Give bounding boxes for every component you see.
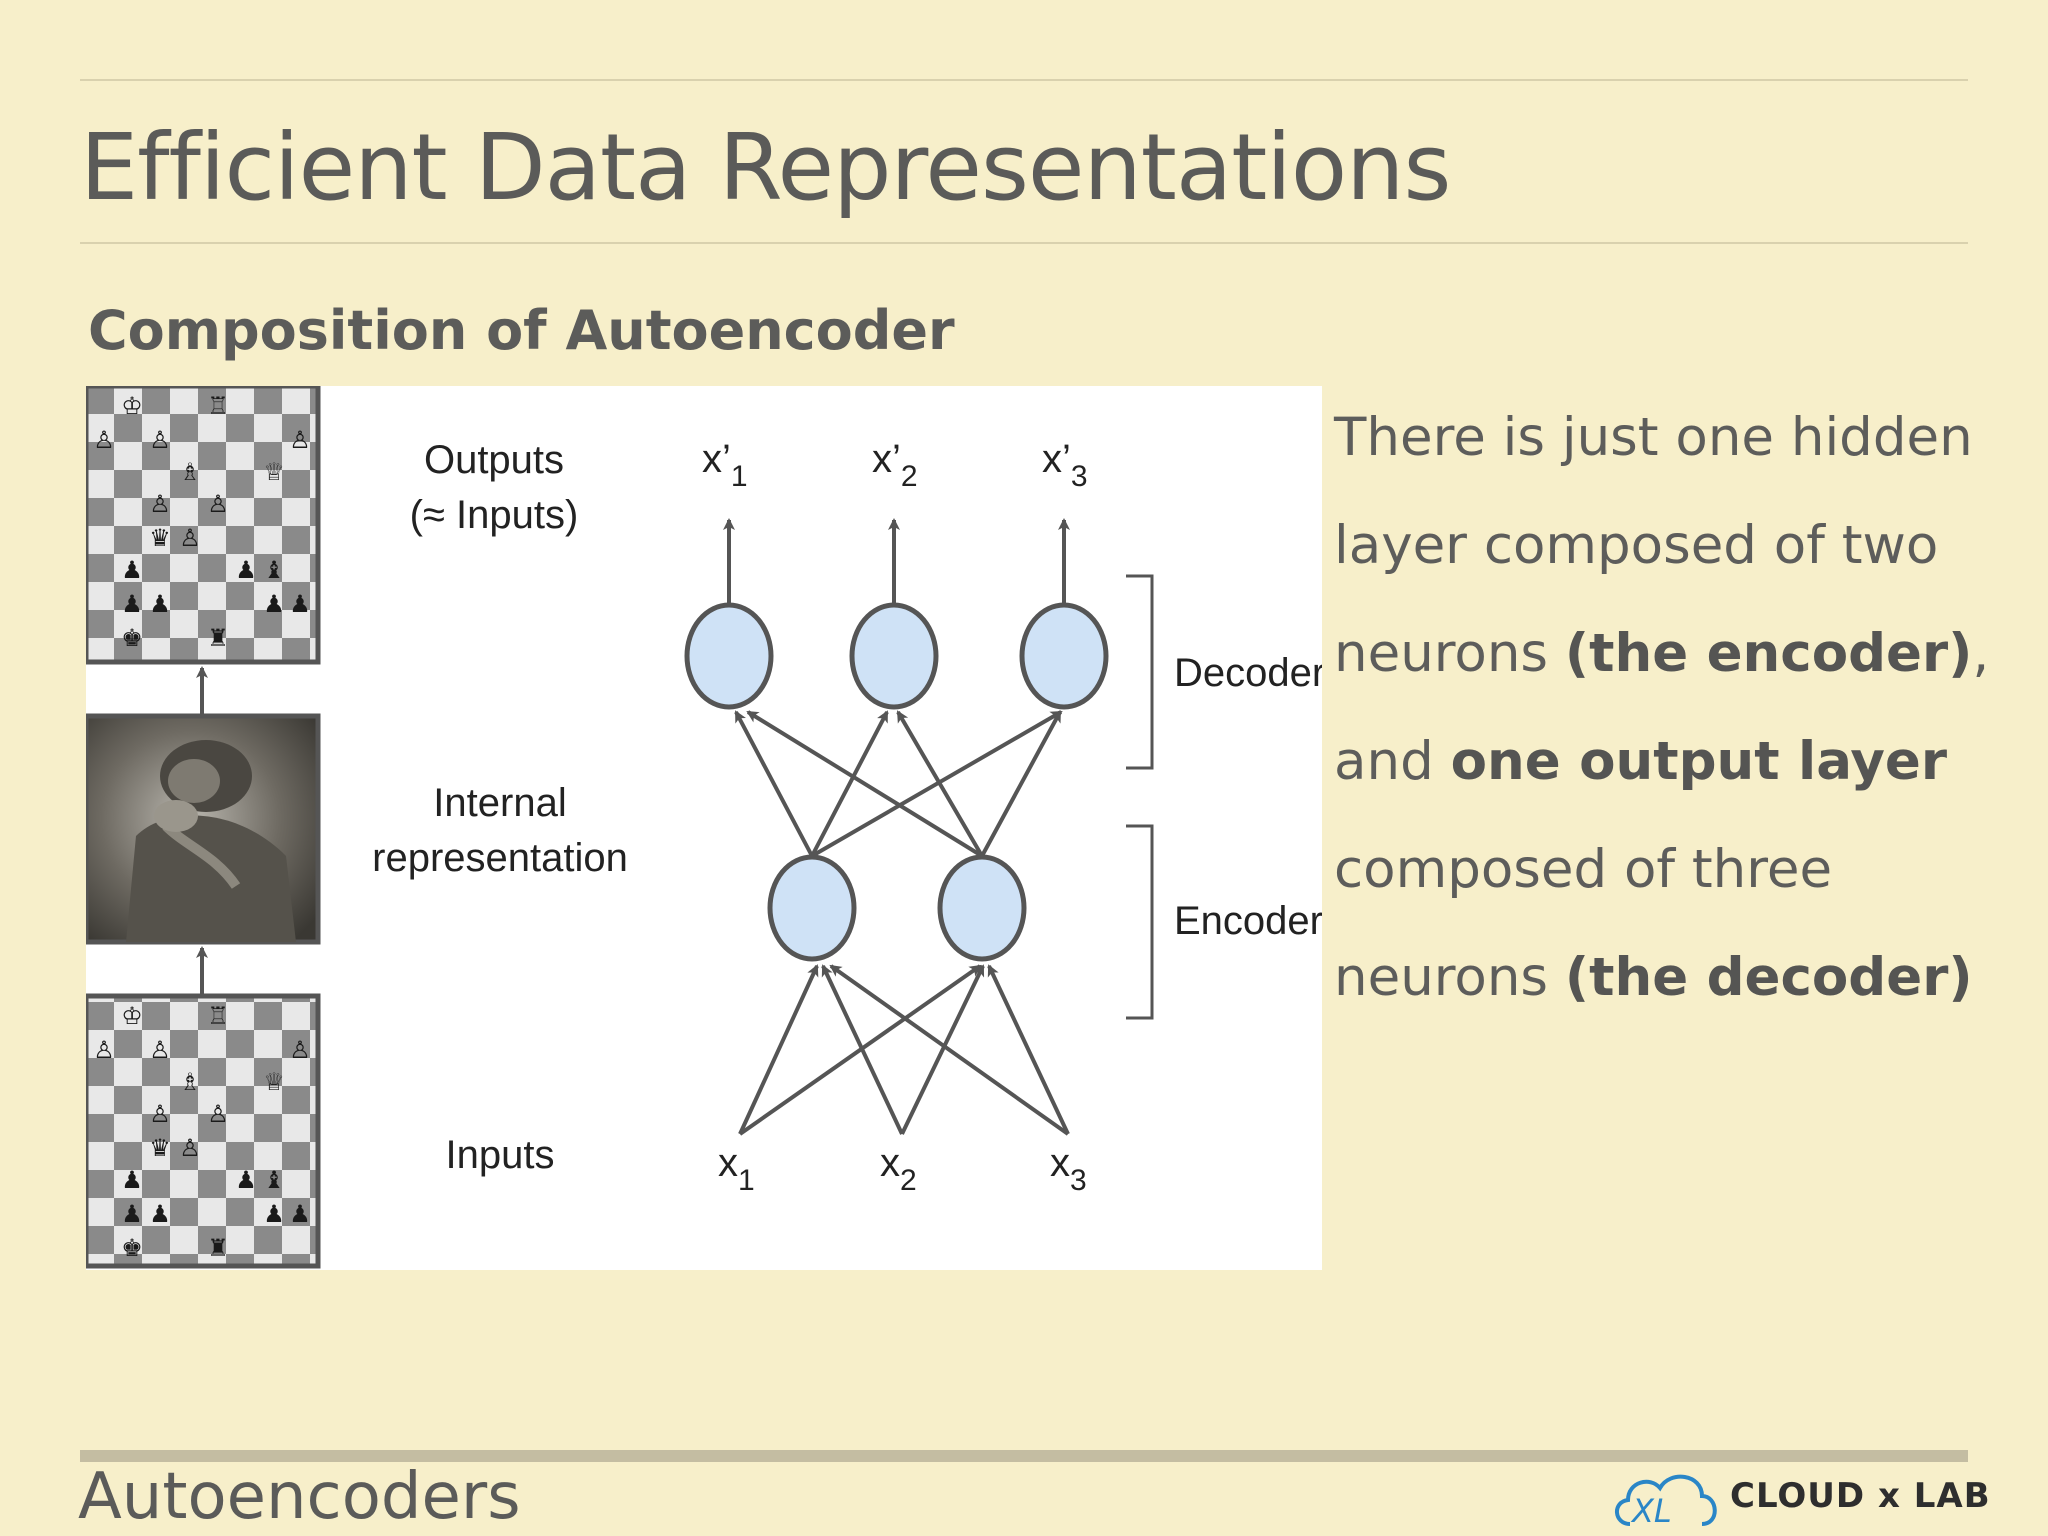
white-queen-icon: ♕ <box>263 458 285 486</box>
encoder-neuron <box>767 854 857 962</box>
autoencoder-figure: ♔ ♖ ♙ ♙ ♙ ♗ ♕ ♙ ♙ ♛ ♙ ♟ ♟ ♝ ♟ ♟ ♟ ♟ ♚ ♜ <box>86 386 1322 1270</box>
edge <box>746 710 984 858</box>
cloudxlab-logo: XL CLOUD x LAB <box>1610 1466 1990 1532</box>
output-node-label: x’3 <box>1042 437 1088 493</box>
edge <box>810 710 889 857</box>
white-queen-icon: ♕ <box>263 1068 285 1096</box>
body-emphasis: (the encoder) <box>1564 623 1973 684</box>
black-queen-icon: ♛ <box>149 1134 171 1162</box>
black-pawn-icon: ♟ <box>121 590 143 618</box>
title-rule <box>80 242 1968 244</box>
encoder-label: Encoder <box>1174 899 1322 943</box>
body-text-segment: There is just one hidden layer composed … <box>1334 407 1973 684</box>
white-pawn-icon: ♙ <box>149 1036 171 1064</box>
body-text-segment: , and <box>1334 623 1990 792</box>
decoder-neuron <box>849 602 939 710</box>
output-node-label: x’2 <box>872 437 918 493</box>
white-rook-icon: ♖ <box>207 1002 229 1030</box>
decoder-neuron <box>684 602 774 710</box>
black-bishop-icon: ♝ <box>263 556 285 584</box>
decoder-label: Decoder <box>1174 651 1322 695</box>
black-rook-icon: ♜ <box>207 1234 229 1262</box>
cloud-logo-icon: XL <box>1615 1474 1717 1530</box>
input-node-label: x2 <box>880 1141 917 1197</box>
white-pawn-icon: ♙ <box>207 1100 229 1128</box>
encoder-bracket <box>1126 824 1154 1020</box>
black-pawn-icon: ♟ <box>263 1200 285 1228</box>
white-pawn-icon: ♙ <box>93 426 115 454</box>
input-node-label: x1 <box>718 1141 755 1197</box>
slide-subtitle: Composition of Autoencoder <box>88 299 955 362</box>
black-king-icon: ♚ <box>121 1234 143 1262</box>
white-pawn-icon: ♙ <box>179 524 201 552</box>
edge <box>980 710 1062 857</box>
edge <box>821 964 904 1135</box>
white-king-icon: ♔ <box>121 1002 143 1030</box>
black-pawn-icon: ♟ <box>235 1166 257 1194</box>
body-paragraph: There is just one hidden layer composed … <box>1334 384 2034 1032</box>
logo-text: CLOUD x LAB <box>1730 1476 1991 1516</box>
network-edges <box>723 518 1070 1136</box>
black-rook-icon: ♜ <box>207 624 229 652</box>
encoder-neuron <box>937 854 1027 962</box>
chessboard-input: ♔ ♖ ♙ ♙ ♙ ♗ ♕ ♙ ♙ ♛ ♙ ♟ ♟ ♝ ♟ ♟ ♟ ♟ ♚ ♜ <box>86 993 321 1269</box>
autoencoder-diagram: ♔ ♖ ♙ ♙ ♙ ♗ ♕ ♙ ♙ ♛ ♙ ♟ ♟ ♝ ♟ ♟ ♟ ♟ ♚ ♜ <box>86 386 1322 1269</box>
white-pawn-icon: ♙ <box>207 490 229 518</box>
white-pawn-icon: ♙ <box>149 426 171 454</box>
body-emphasis: one output layer <box>1450 731 1947 792</box>
footer-title: Autoencoders <box>78 1460 521 1534</box>
black-pawn-icon: ♟ <box>289 590 311 618</box>
edge <box>738 964 982 1136</box>
edge <box>829 964 1070 1136</box>
black-pawn-icon: ♟ <box>121 1166 143 1194</box>
white-pawn-icon: ♙ <box>289 1036 311 1064</box>
black-pawn-icon: ♟ <box>235 556 257 584</box>
white-pawn-icon: ♙ <box>93 1036 115 1064</box>
thinker-statue-image <box>86 713 321 945</box>
slide-title: Efficient Data Representations <box>80 114 1451 221</box>
body-text-segment: composed of three neurons <box>1334 839 1833 1008</box>
white-pawn-icon: ♙ <box>289 426 311 454</box>
edge <box>810 710 1063 858</box>
white-pawn-icon: ♙ <box>149 1100 171 1128</box>
white-bishop-icon: ♗ <box>179 458 201 486</box>
black-bishop-icon: ♝ <box>263 1166 285 1194</box>
black-pawn-icon: ♟ <box>289 1200 311 1228</box>
decoder-bracket <box>1126 574 1154 770</box>
body-emphasis: (the decoder) <box>1564 947 1973 1008</box>
outputs-label: Outputs <box>424 438 564 482</box>
black-pawn-icon: ♟ <box>121 1200 143 1228</box>
network-nodes <box>684 602 1109 962</box>
black-pawn-icon: ♟ <box>263 590 285 618</box>
edge <box>987 964 1070 1135</box>
edge <box>734 710 814 857</box>
white-rook-icon: ♖ <box>207 392 229 420</box>
white-pawn-icon: ♙ <box>149 490 171 518</box>
outputs-approx-label: (≈ Inputs) <box>410 493 579 537</box>
white-pawn-icon: ♙ <box>179 1134 201 1162</box>
output-node-label: x’1 <box>702 437 748 493</box>
black-queen-icon: ♛ <box>149 524 171 552</box>
black-king-icon: ♚ <box>121 624 143 652</box>
black-pawn-icon: ♟ <box>121 556 143 584</box>
inputs-label: Inputs <box>446 1133 555 1177</box>
white-bishop-icon: ♗ <box>179 1068 201 1096</box>
top-rule <box>80 79 1968 81</box>
footer-rule <box>80 1450 1968 1462</box>
internal-label: Internal <box>433 781 566 825</box>
input-node-label: x3 <box>1050 1141 1087 1197</box>
black-pawn-icon: ♟ <box>149 590 171 618</box>
decoder-neuron <box>1019 602 1109 710</box>
edge <box>900 964 985 1135</box>
representation-label: representation <box>372 836 628 880</box>
chessboard-output: ♔ ♖ ♙ ♙ ♙ ♗ ♕ ♙ ♙ ♛ ♙ ♟ ♟ ♝ ♟ ♟ ♟ ♟ ♚ ♜ <box>86 386 321 665</box>
black-pawn-icon: ♟ <box>149 1200 171 1228</box>
edge <box>738 964 819 1135</box>
svg-text:XL: XL <box>1630 1492 1672 1530</box>
white-king-icon: ♔ <box>121 392 143 420</box>
edge <box>896 710 984 858</box>
